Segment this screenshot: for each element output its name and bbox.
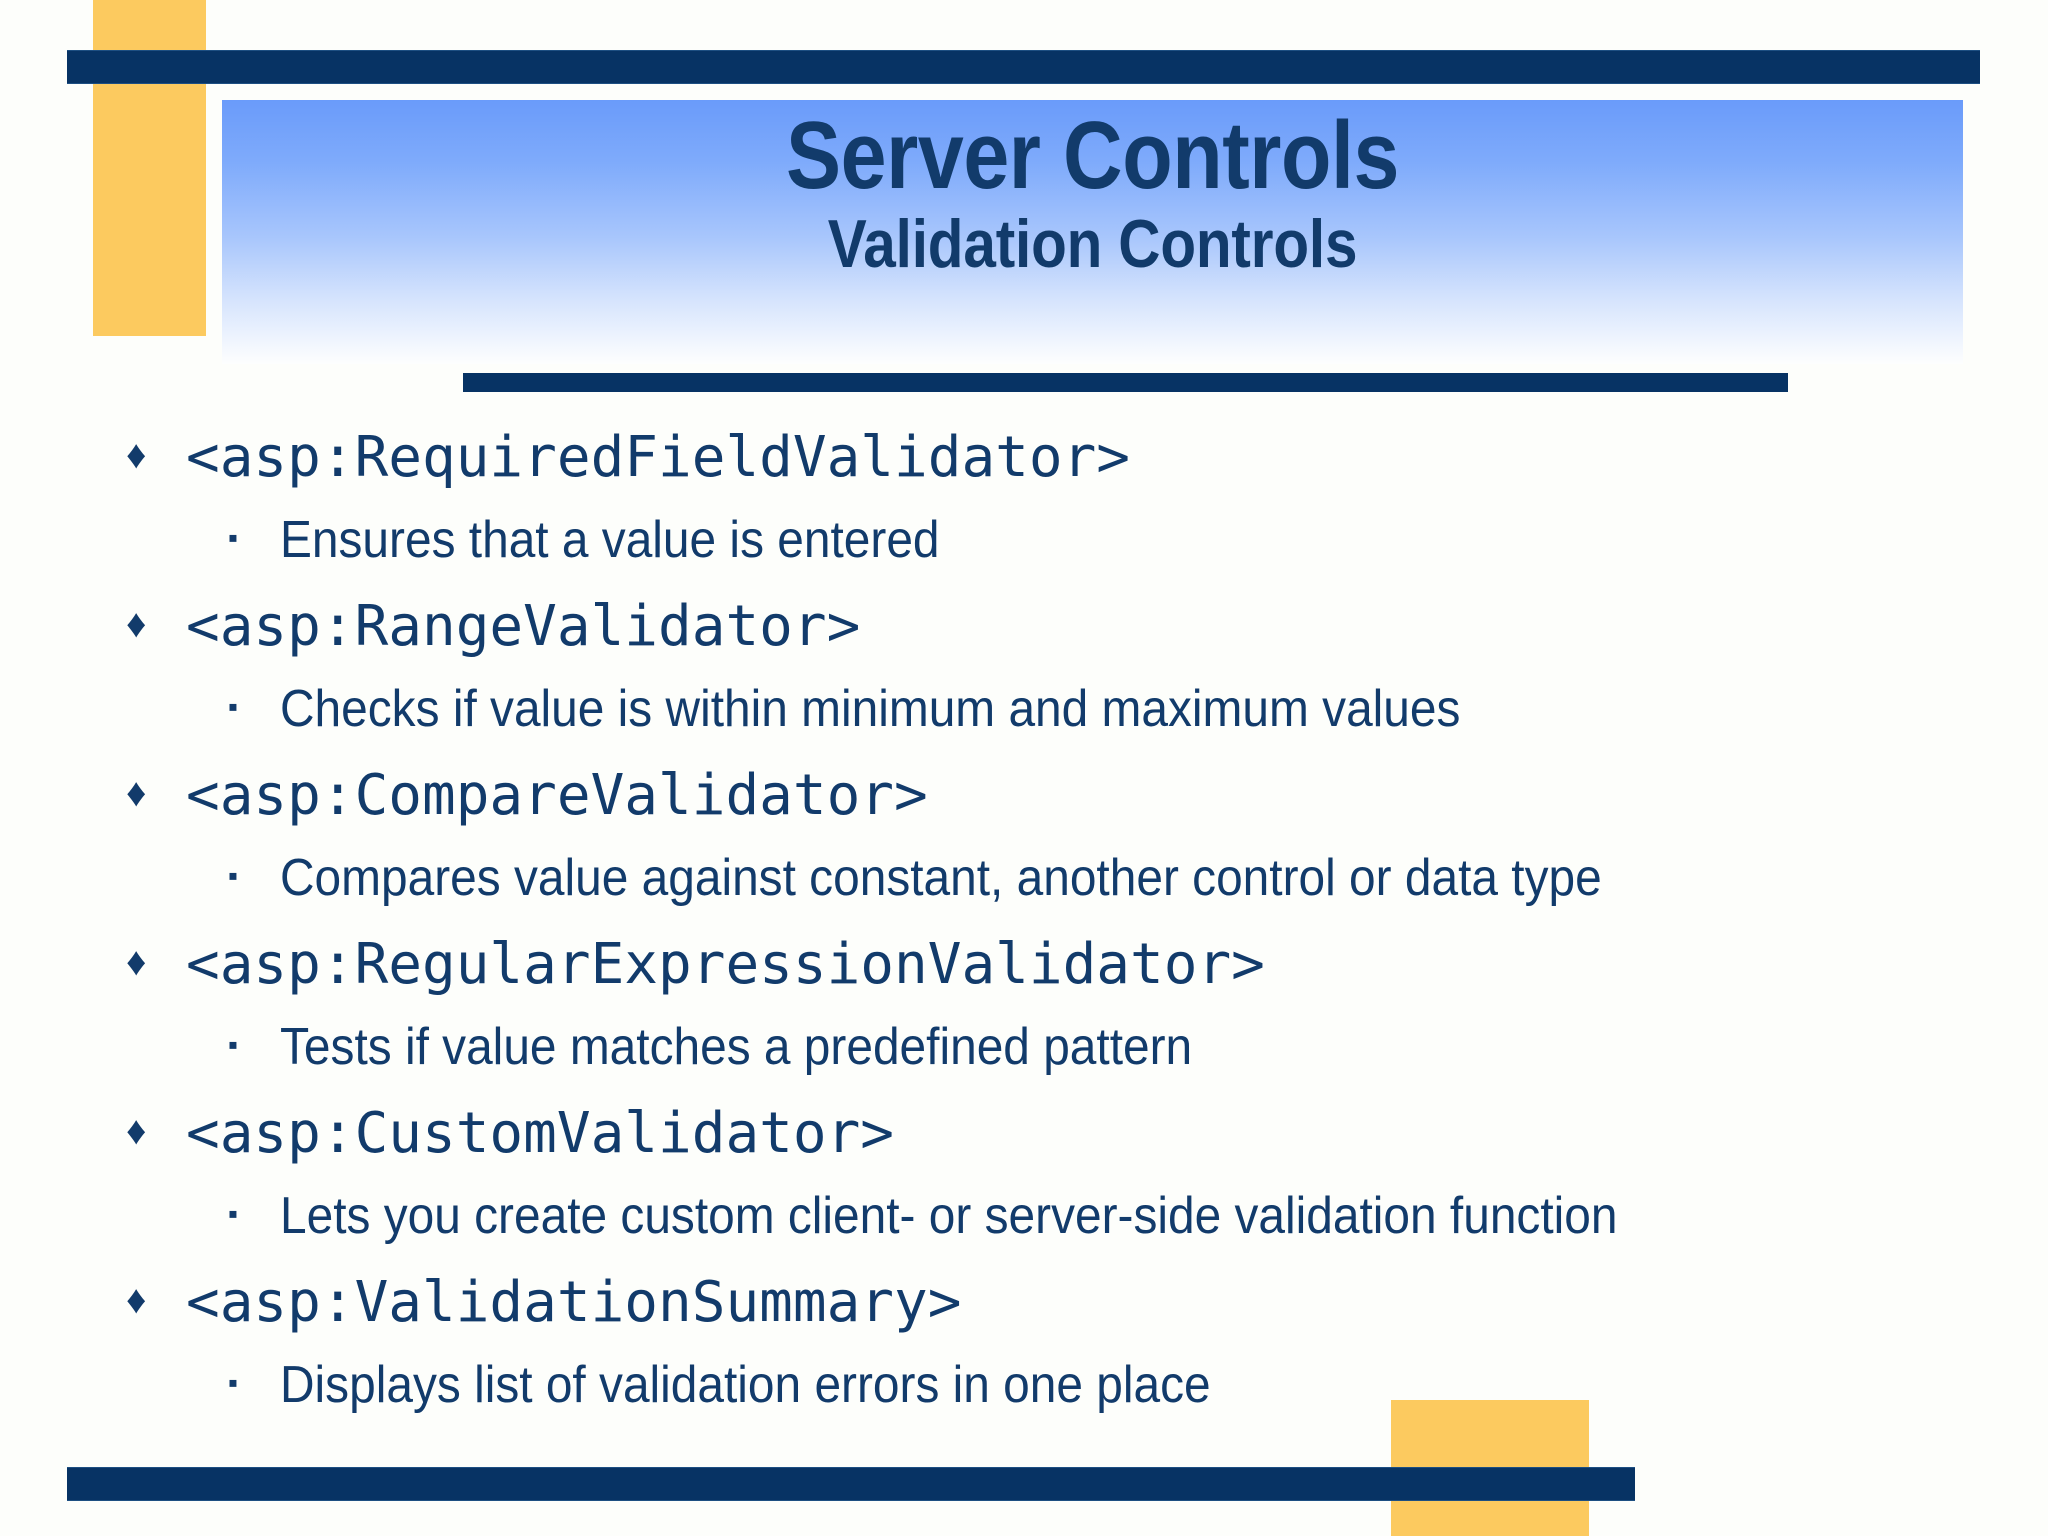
title-underline-rule xyxy=(463,373,1788,392)
diamond-bullet-icon: ♦ xyxy=(126,1109,147,1153)
diamond-bullet-icon: ♦ xyxy=(126,1278,147,1322)
decorative-navy-bar-bottom xyxy=(67,1467,1635,1501)
validator-tag-label: <asp:RequiredFieldValidator> xyxy=(186,425,1131,490)
list-item: ♦ <asp:CompareValidator> ▪ Compares valu… xyxy=(0,756,2048,925)
validator-description-label: Ensures that a value is entered xyxy=(280,511,940,569)
validator-description-label: Tests if value matches a predefined patt… xyxy=(280,1018,1193,1076)
bullet-level2: ▪ Ensures that a value is entered xyxy=(0,504,2048,587)
validator-description-label: Checks if value is within minimum and ma… xyxy=(280,680,1461,738)
validator-tag-label: <asp:CompareValidator> xyxy=(186,763,928,828)
square-bullet-icon: ▪ xyxy=(228,1198,238,1229)
list-item: ♦ <asp:RangeValidator> ▪ Checks if value… xyxy=(0,587,2048,756)
list-item: ♦ <asp:RegularExpressionValidator> ▪ Tes… xyxy=(0,925,2048,1094)
square-bullet-icon: ▪ xyxy=(228,1029,238,1060)
decorative-navy-bar-top xyxy=(67,50,1980,84)
diamond-bullet-icon: ♦ xyxy=(126,940,147,984)
title-banner-gradient xyxy=(222,100,1963,364)
diamond-bullet-icon: ♦ xyxy=(126,602,147,646)
slide-title-block: Server Controls Validation Controls xyxy=(222,102,1963,282)
validator-tag-label: <asp:RegularExpressionValidator> xyxy=(186,932,1265,997)
bullet-level2: ▪ Checks if value is within minimum and … xyxy=(0,673,2048,756)
bullet-level2: ▪ Lets you create custom client- or serv… xyxy=(0,1180,2048,1263)
square-bullet-icon: ▪ xyxy=(228,691,238,722)
validator-description-label: Lets you create custom client- or server… xyxy=(280,1187,1618,1245)
list-item: ♦ <asp:CustomValidator> ▪ Lets you creat… xyxy=(0,1094,2048,1263)
validator-description-label: Displays list of validation errors in on… xyxy=(280,1356,1211,1414)
square-bullet-icon: ▪ xyxy=(228,1367,238,1398)
diamond-bullet-icon: ♦ xyxy=(126,433,147,477)
bullet-level1: ♦ <asp:RegularExpressionValidator> xyxy=(0,925,2048,1011)
validator-tag-label: <asp:RangeValidator> xyxy=(186,594,861,659)
bullet-level1: ♦ <asp:CustomValidator> xyxy=(0,1094,2048,1180)
validator-tag-label: <asp:ValidationSummary> xyxy=(186,1270,962,1335)
list-item: ♦ <asp:RequiredFieldValidator> ▪ Ensures… xyxy=(0,418,2048,587)
page-subtitle: Validation Controls xyxy=(827,206,1358,282)
bullet-level1: ♦ <asp:CompareValidator> xyxy=(0,756,2048,842)
validator-description-label: Compares value against constant, another… xyxy=(280,849,1602,907)
slide-content-list: ♦ <asp:RequiredFieldValidator> ▪ Ensures… xyxy=(0,418,2048,1432)
list-item: ♦ <asp:ValidationSummary> ▪ Displays lis… xyxy=(0,1263,2048,1432)
bullet-level2: ▪ Compares value against constant, anoth… xyxy=(0,842,2048,925)
bullet-level2: ▪ Displays list of validation errors in … xyxy=(0,1349,2048,1432)
square-bullet-icon: ▪ xyxy=(228,860,238,891)
bullet-level2: ▪ Tests if value matches a predefined pa… xyxy=(0,1011,2048,1094)
diamond-bullet-icon: ♦ xyxy=(126,771,147,815)
bullet-level1: ♦ <asp:ValidationSummary> xyxy=(0,1263,2048,1349)
validator-tag-label: <asp:CustomValidator> xyxy=(186,1101,895,1166)
bullet-level1: ♦ <asp:RequiredFieldValidator> xyxy=(0,418,2048,504)
bullet-level1: ♦ <asp:RangeValidator> xyxy=(0,587,2048,673)
square-bullet-icon: ▪ xyxy=(228,522,238,553)
page-title: Server Controls xyxy=(786,102,1399,209)
